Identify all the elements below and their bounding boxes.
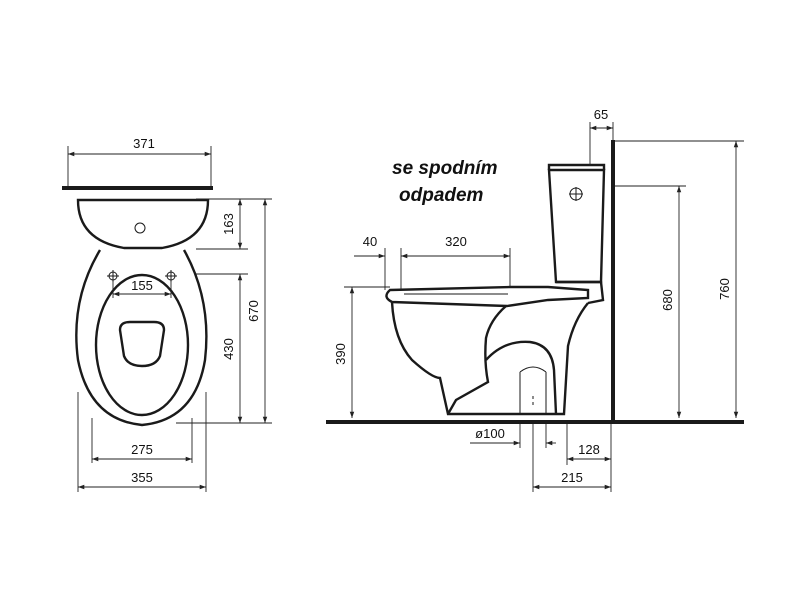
dim-top-width: 371 — [133, 136, 155, 151]
diagram-title-line-1: se spodním — [392, 158, 498, 179]
outlet-pipe — [519, 366, 547, 414]
top-view-wall-line — [62, 186, 213, 190]
dim-tank-height: 680 — [660, 289, 675, 311]
dim-outlet-wall-gap: 128 — [578, 442, 600, 457]
top-view: 371 163 155 430 670 275 355 — [62, 136, 272, 492]
top-view-bowl-opening — [118, 320, 166, 368]
side-view-bowl — [390, 301, 589, 416]
top-view-flush-button — [134, 222, 146, 234]
tank-base — [556, 280, 605, 305]
dim-total-height: 760 — [717, 278, 732, 300]
dim-total-length: 670 — [246, 300, 261, 322]
dim-bowl-length: 430 — [221, 338, 236, 360]
dim-outlet-center: 215 — [561, 470, 583, 485]
wall-line — [611, 140, 615, 422]
dim-outlet-diameter: ø100 — [475, 426, 505, 441]
top-view-bowl — [75, 249, 208, 427]
side-view-trap-inner — [485, 340, 558, 415]
dim-tank-depth: 163 — [221, 213, 236, 235]
floor-line — [326, 420, 744, 424]
dim-seat-width: 275 — [131, 442, 153, 457]
dim-base-width: 355 — [131, 470, 153, 485]
top-view-tank — [76, 198, 210, 250]
tank-lid — [547, 163, 606, 170]
diagram-title-line-2: odpadem — [399, 185, 484, 206]
side-view: 65 40 320 390 680 760 ø100 128 — [326, 107, 744, 492]
side-view-seat — [385, 285, 590, 308]
dim-front-offset: 40 — [363, 234, 377, 249]
side-view-trap — [446, 305, 507, 415]
dim-hole-spacing: 155 — [131, 278, 153, 293]
dim-seat-length: 320 — [445, 234, 467, 249]
dim-seat-height: 390 — [333, 343, 348, 365]
top-view-bowl-rim — [94, 273, 190, 417]
dim-wall-gap: 65 — [594, 107, 608, 122]
side-view-tank — [547, 168, 606, 284]
